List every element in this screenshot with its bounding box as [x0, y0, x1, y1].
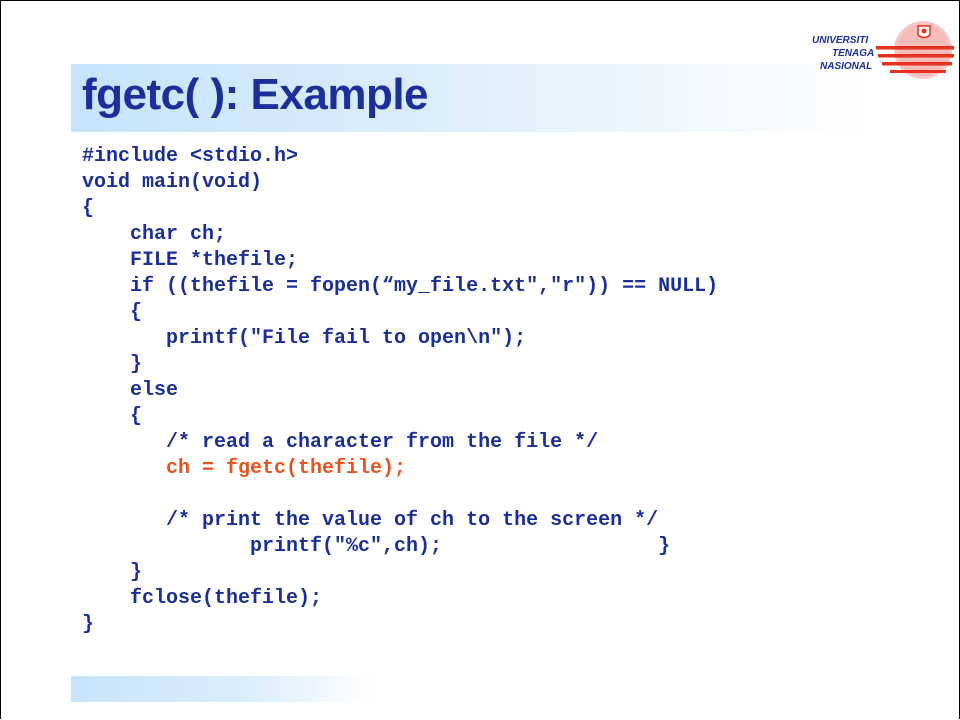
logo-stripe: [890, 70, 946, 73]
code-line: printf("File fail to open\n");: [82, 327, 527, 350]
code-line: ch = fgetc(thefile);: [82, 457, 407, 480]
logo-text-line: NASIONAL: [820, 61, 872, 72]
code-block: #include <stdio.h> void main(void) { char …: [82, 144, 718, 638]
code-line: #include <stdio.h>: [82, 145, 299, 168]
code-line: [82, 482, 718, 508]
code-line: void main(void): [82, 171, 263, 194]
code-line: }: [82, 353, 143, 376]
code-line: FILE *thefile;: [82, 249, 299, 272]
code-line: }: [82, 561, 143, 584]
code-line: {: [82, 301, 143, 324]
code-line: {: [82, 405, 143, 428]
code-line: char ch;: [82, 223, 227, 246]
code-line: printf("%c",ch); }: [82, 535, 671, 558]
title-band: [71, 64, 871, 132]
code-line: }: [82, 613, 95, 636]
logo-text-line: TENAGA: [832, 48, 874, 59]
footer-band: [71, 676, 371, 702]
code-line: fclose(thefile);: [82, 587, 323, 610]
code-line: /* read a character from the file */: [82, 431, 599, 454]
logo-stripe: [876, 46, 954, 50]
logo-text-line: UNIVERSITI: [812, 35, 868, 46]
code-line: if ((thefile = fopen(“my_file.txt","r"))…: [82, 275, 719, 298]
logo-shield-icon: [917, 25, 931, 39]
code-line: else: [82, 379, 179, 402]
logo-stripe: [882, 62, 952, 66]
university-logo: UNIVERSITI TENAGA NASIONAL: [812, 21, 954, 79]
code-line: /* print the value of ch to the screen *…: [82, 509, 659, 532]
code-line: {: [82, 197, 95, 220]
slide-title: fgetc( ): Example: [82, 70, 429, 119]
logo-stripe: [878, 54, 954, 58]
